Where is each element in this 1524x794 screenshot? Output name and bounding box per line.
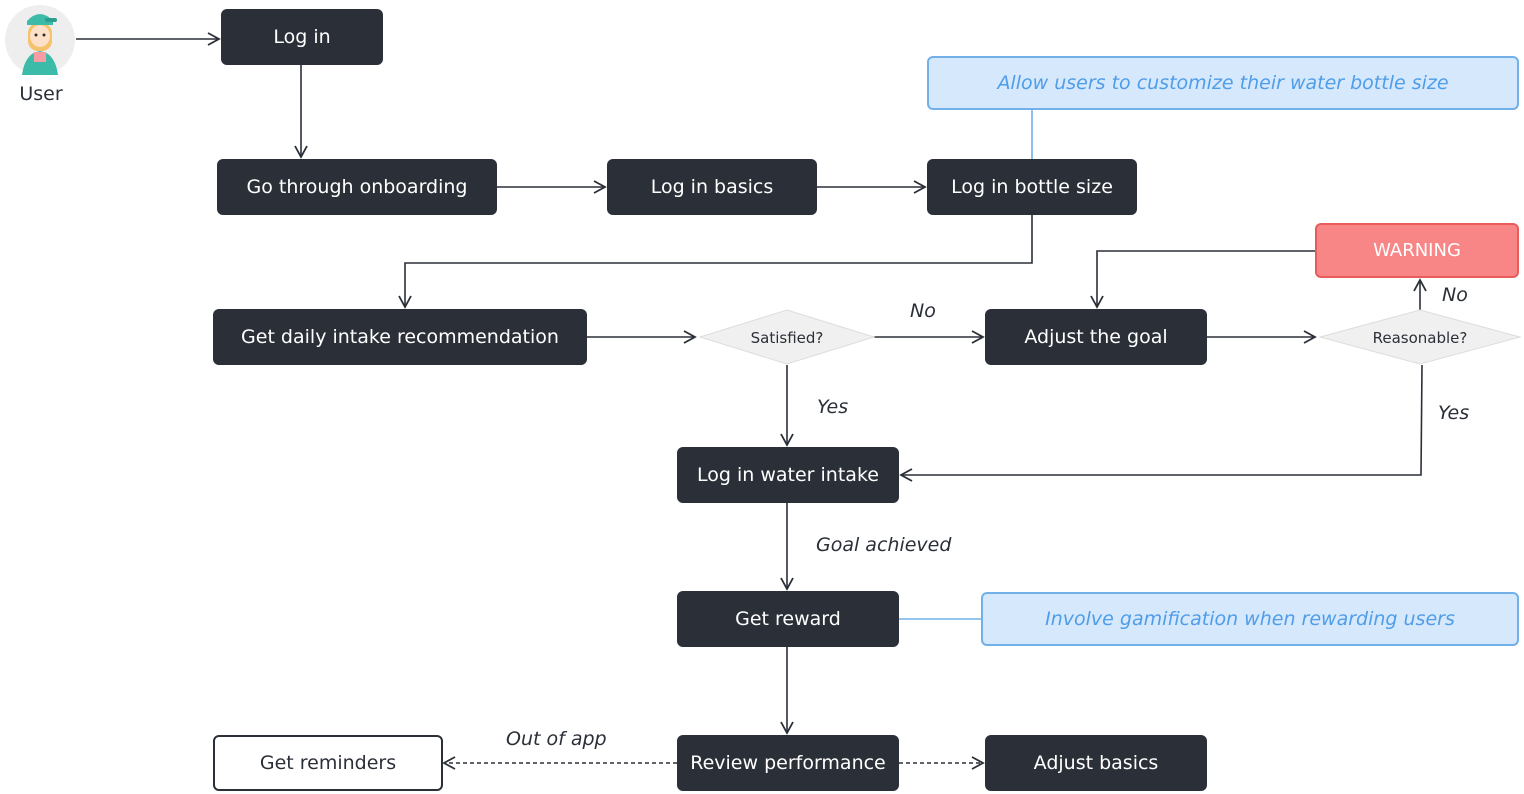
edge-label-no-reasonable: No <box>1442 284 1468 306</box>
node-adjust-goal[interactable]: Adjust the goal <box>985 309 1207 365</box>
node-log-in-basics[interactable]: Log in basics <box>607 159 817 215</box>
node-adjust-basics[interactable]: Adjust basics <box>985 735 1207 791</box>
node-log-in-bottle-size[interactable]: Log in bottle size <box>927 159 1137 215</box>
edge-label-out-of-app: Out of app <box>506 728 607 750</box>
user-label: User <box>19 83 63 105</box>
note-bottle-size: Allow users to customize their water bot… <box>927 56 1519 110</box>
node-get-reminders[interactable]: Get reminders <box>213 735 443 791</box>
user-avatar-icon <box>5 5 75 75</box>
node-onboarding[interactable]: Go through onboarding <box>217 159 497 215</box>
edge-label-no-satisfied: No <box>910 300 936 322</box>
decision-satisfied-label: Satisfied? <box>750 329 824 347</box>
node-review-performance[interactable]: Review performance <box>677 735 899 791</box>
edge-warning-adjust <box>1090 250 1315 309</box>
note-gamification: Involve gamification when rewarding user… <box>981 592 1519 646</box>
edge-label-goal-achieved: Goal achieved <box>816 534 952 556</box>
node-log-in-water-intake[interactable]: Log in water intake <box>677 447 899 503</box>
node-get-reward[interactable]: Get reward <box>677 591 899 647</box>
node-daily-intake-recommendation[interactable]: Get daily intake recommendation <box>213 309 587 365</box>
node-log-in[interactable]: Log in <box>221 9 383 65</box>
edge-bottle-recommendation <box>398 215 1033 309</box>
decision-reasonable-label: Reasonable? <box>1372 329 1468 347</box>
decision-satisfied-diamond <box>698 309 876 365</box>
decision-reasonable-diamond <box>1318 309 1522 365</box>
edge-label-yes-reasonable: Yes <box>1438 402 1470 424</box>
warning-box: WARNING <box>1315 223 1519 278</box>
edge-label-yes-satisfied: Yes <box>817 396 849 418</box>
edge-reasonable-intake <box>899 364 1423 482</box>
